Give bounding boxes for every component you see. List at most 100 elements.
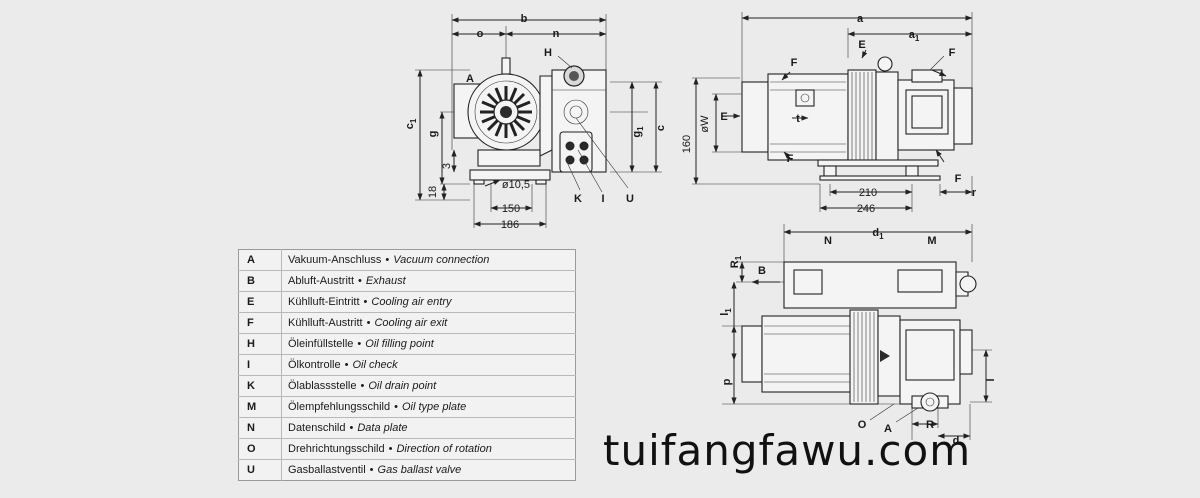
dim-t: t: [796, 113, 800, 125]
dim-c1: c1: [404, 118, 418, 129]
label-k: K: [574, 193, 582, 205]
legend-description: Ölkontrolle•Oil check: [281, 354, 576, 376]
side-view: a a1 E F F F F E øW 160 t 210 246 r: [681, 12, 977, 215]
legend-english: Direction of rotation: [396, 443, 492, 455]
label-a-front: A: [466, 73, 474, 85]
label-o: O: [858, 419, 867, 431]
legend-separator: •: [357, 338, 362, 350]
dim-r-top: R: [926, 419, 934, 431]
label-a-top: A: [884, 423, 892, 435]
dim-246: 246: [857, 203, 875, 215]
label-n: N: [824, 235, 832, 247]
label-h: H: [544, 47, 552, 59]
legend-separator: •: [360, 380, 365, 392]
dim-r1: R1: [729, 255, 743, 268]
dim-r: r: [972, 187, 977, 199]
label-u: U: [626, 193, 634, 205]
legend-german: Abluft-Austritt: [288, 275, 355, 287]
dim-p: p: [721, 378, 733, 385]
dim-g1: g1: [631, 126, 645, 138]
legend-german: Kühlluft-Austritt: [288, 317, 363, 329]
legend-description: Vakuum-Anschluss•Vacuum connection: [282, 250, 576, 271]
dim-ow: øW: [699, 115, 711, 133]
legend-description: Kühlluft-Eintritt•Cooling air entry: [281, 291, 576, 313]
dim-a: a: [857, 13, 864, 25]
top-view: d1 N M R1 B l1 p O A R d l: [719, 224, 997, 447]
dim-160: 160: [681, 135, 693, 153]
dim-d: d: [953, 435, 960, 447]
label-b: B: [758, 265, 766, 277]
legend-key: B: [238, 270, 282, 292]
dim-c: c: [655, 125, 667, 131]
label-f-motor-bottom: F: [787, 153, 794, 165]
label-i: I: [601, 193, 604, 205]
legend-english: Oil type plate: [401, 401, 467, 413]
legend-key: A: [238, 249, 282, 271]
legend-row: M Ölempfehlungsschild•Oil type plate: [238, 396, 576, 418]
legend-key: E: [238, 291, 282, 313]
legend-separator: •: [344, 359, 349, 371]
label-f-pump-bottom: F: [955, 173, 962, 185]
legend-english: Gas ballast valve: [377, 464, 462, 476]
legend-separator: •: [385, 254, 390, 266]
dim-b: b: [521, 13, 528, 25]
legend-description: Drehrichtungsschild•Direction of rotatio…: [281, 438, 576, 460]
legend-english: Oil check: [352, 359, 398, 371]
legend-english: Cooling air exit: [374, 317, 448, 329]
legend-description: Kühlluft-Austritt•Cooling air exit: [281, 312, 576, 334]
label-e-top: E: [858, 39, 865, 51]
front-view: b o n H A c1 g g1 c 3 18 ø10,5 150 186 K…: [404, 13, 667, 231]
legend-row: H Öleinfüllstelle•Oil filling point: [238, 333, 576, 355]
legend-english: Vacuum connection: [393, 254, 490, 266]
dim-a1: a1: [909, 29, 920, 43]
label-f-top: F: [949, 47, 956, 59]
legend-german: Ölempfehlungsschild: [288, 401, 391, 413]
legend-separator: •: [394, 401, 398, 413]
legend-key: I: [238, 354, 282, 376]
legend-separator: •: [363, 296, 368, 308]
legend-separator: •: [349, 422, 354, 434]
dim-d1: d1: [872, 227, 884, 241]
legend-german: Drehrichtungsschild: [288, 443, 385, 455]
legend-key: N: [238, 417, 282, 439]
legend-separator: •: [358, 275, 362, 287]
legend-description: Ölablassstelle•Oil drain point: [281, 375, 576, 397]
legend-key: U: [238, 459, 282, 481]
legend-english: Oil filling point: [365, 338, 434, 350]
label-f-motor-top: F: [791, 57, 798, 69]
legend-english: Oil drain point: [368, 380, 437, 392]
legend-german: Vakuum-Anschluss: [288, 254, 382, 266]
dim-18: 18: [427, 186, 439, 198]
dim-hole-diameter: ø10,5: [502, 179, 530, 191]
legend-german: Gasballastventil: [288, 464, 366, 476]
dim-g: g: [427, 131, 439, 138]
dim-n: n: [553, 28, 560, 40]
legend-german: Ölablassstelle: [288, 380, 357, 392]
legend-key: F: [238, 312, 282, 334]
dim-186: 186: [501, 219, 519, 231]
legend-row: B Abluft-Austritt•Exhaust: [238, 270, 576, 292]
dim-210: 210: [859, 187, 877, 199]
watermark: tuifangfawu.com: [603, 426, 972, 475]
legend-key: M: [238, 396, 282, 418]
label-m: M: [927, 235, 936, 247]
legend-german: Öleinfüllstelle: [288, 338, 354, 350]
legend-description: Gasballastventil•Gas ballast valve: [281, 459, 576, 481]
legend-english: Exhaust: [365, 275, 406, 287]
legend-description: Datenschild•Data plate: [281, 417, 576, 439]
legend-key: K: [238, 375, 282, 397]
legend-key: H: [238, 333, 282, 355]
legend-german: Datenschild: [288, 422, 346, 434]
legend-key: O: [238, 438, 282, 460]
legend-english: Cooling air entry: [371, 296, 452, 308]
dim-l1: l1: [719, 308, 733, 316]
